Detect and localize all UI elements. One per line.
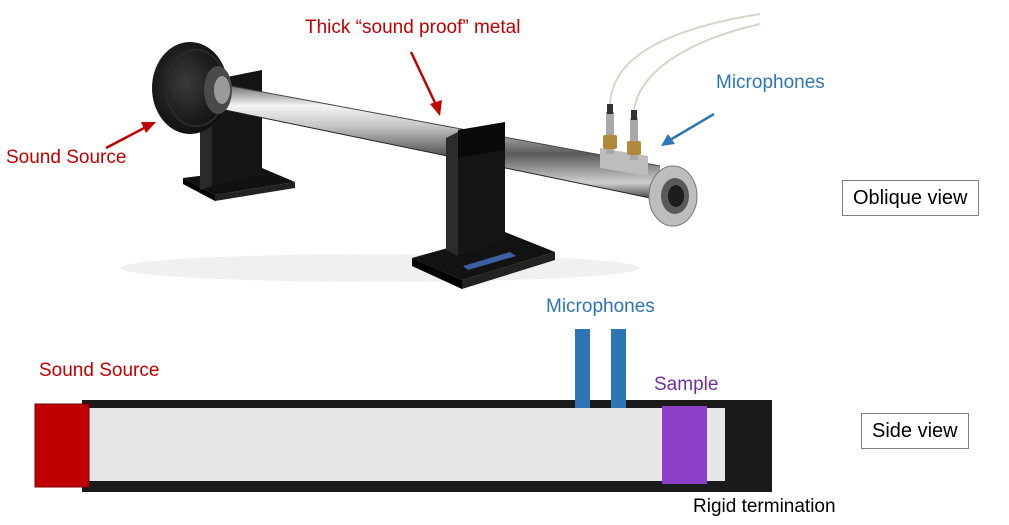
- oblique-view-label: Oblique view: [842, 180, 979, 216]
- microphone-bar-2: [611, 329, 626, 408]
- arrow-metal: [409, 51, 442, 116]
- front-support: [458, 124, 505, 256]
- label-sound-source-oblique: Sound Source: [6, 147, 127, 168]
- microphone-1: [606, 112, 614, 154]
- side-view-label: Side view: [861, 413, 969, 449]
- arrow-sound-source: [105, 122, 156, 150]
- label-rigid-termination: Rigid termination: [693, 496, 836, 517]
- label-sample: Sample: [654, 374, 719, 395]
- label-sound-source-side: Sound Source: [39, 360, 160, 381]
- tube-interior: [89, 408, 725, 481]
- label-sound-proof-metal: Thick “sound proof” metal: [305, 17, 521, 38]
- oblique-illustration: [105, 13, 761, 289]
- tube-body: [225, 85, 660, 200]
- label-microphones-side: Microphones: [546, 296, 655, 317]
- microphone-bar-1: [575, 329, 590, 408]
- label-microphones-oblique: Microphones: [716, 72, 825, 93]
- microphone-2: [630, 118, 638, 160]
- base-label-plate: [463, 252, 516, 270]
- microphone-cable-1: [609, 13, 761, 105]
- front-base-plate: [412, 232, 555, 280]
- arrow-microphones: [661, 112, 715, 146]
- microphone-cable-2: [633, 23, 761, 111]
- rigid-termination: [725, 400, 772, 492]
- sample-block: [662, 406, 707, 484]
- sound-source-block: [34, 403, 90, 488]
